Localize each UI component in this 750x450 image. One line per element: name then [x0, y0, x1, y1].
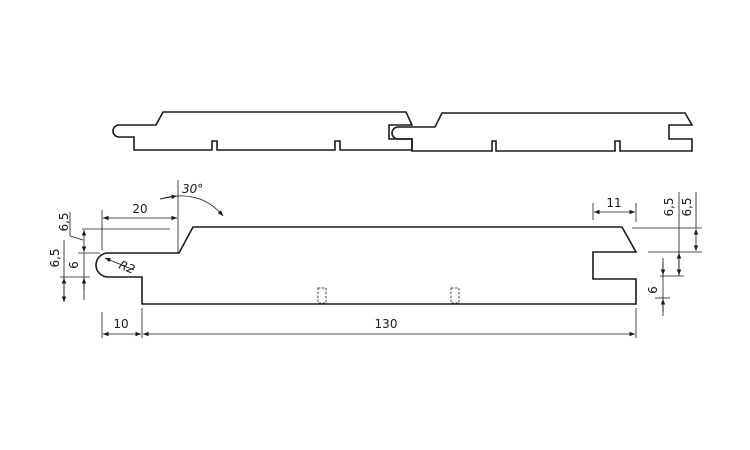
dim-board-width: 130 — [375, 317, 398, 331]
assembled-board-left — [112, 111, 414, 151]
hidden-groove-2 — [450, 287, 460, 304]
dim-right-offset-a: 6,5 — [662, 197, 676, 216]
dim-left-top-offset: 6,5 — [57, 212, 71, 231]
dim-tongue-radius: R2 — [117, 258, 137, 277]
dim-bevel-angle: 30° — [182, 182, 203, 196]
angle-arrow — [159, 194, 178, 200]
dim-bevel-width: 20 — [132, 202, 147, 216]
board-profile — [95, 226, 638, 305]
angle-arc — [159, 195, 224, 217]
assembled-board-right — [391, 112, 694, 152]
radius-leader — [104, 257, 135, 271]
hidden-groove-1 — [317, 287, 327, 304]
leader-line — [69, 212, 84, 241]
dim-tongue-thickness: 6 — [67, 261, 81, 269]
dim-right-offset-b: 6,5 — [680, 197, 694, 216]
dim-groove-width: 6 — [646, 286, 660, 294]
dim-left-tongue-offset: 6,5 — [48, 248, 62, 267]
dim-right-bevel-width: 11 — [606, 196, 621, 210]
dim-tongue-length: 10 — [113, 317, 128, 331]
